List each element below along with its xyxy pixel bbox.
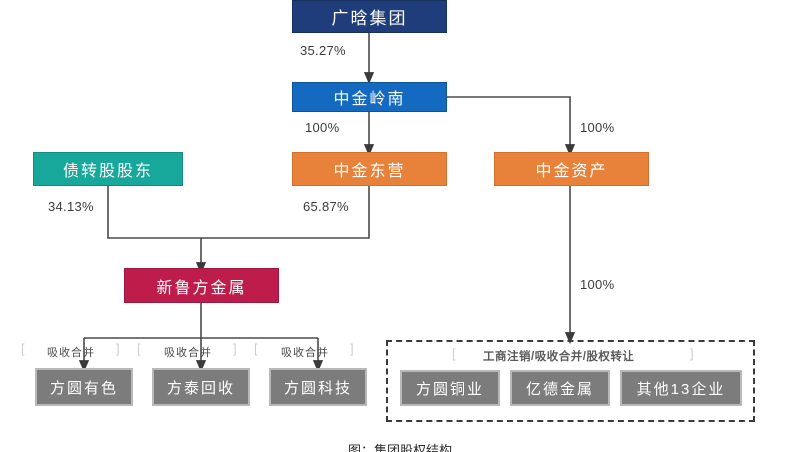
- node-subsidiary-fangyuan-keji-label: 方圆科技: [283, 379, 352, 397]
- merge-label-2: 吸收合并: [164, 347, 212, 359]
- node-subsidiary-fangyuan-keji[interactable]: 方圆科技: [269, 368, 367, 406]
- dashed-group-container: [386, 340, 755, 422]
- bracket-open-1: [: [21, 341, 25, 356]
- wire-lingnan-zichan: [447, 96, 576, 157]
- node-subsidiary-fangyuan-youse-label: 方圆有色: [49, 379, 118, 397]
- dashed-group-bracket-open: [: [452, 346, 456, 361]
- pct-lingnan-to-zichan: 100%: [580, 120, 615, 135]
- node-subsidiary-fangyuan-youse[interactable]: 方圆有色: [35, 368, 133, 406]
- node-zhongjin-zichan-label: 中金资产: [535, 163, 608, 180]
- merge-label-1: 吸收合并: [47, 347, 95, 359]
- pct-zhaizhuangu-to-xinlufang: 34.13%: [48, 199, 94, 214]
- node-dashed-item-other-13-label: 其他13企业: [636, 380, 726, 398]
- bracket-close-1: ]: [116, 341, 120, 356]
- node-dashed-item-fangyuan-tongye-label: 方圆铜业: [415, 380, 484, 398]
- bracket-open-2: [: [137, 341, 141, 356]
- pct-lingnan-to-dongying: 100%: [305, 120, 340, 135]
- node-dashed-item-other-13[interactable]: 其他13企业: [620, 370, 742, 406]
- node-zhongjin-zichan[interactable]: 中金资产: [494, 152, 649, 186]
- pct-zichan-to-dashbox: 100%: [580, 277, 615, 292]
- node-zhongjin-lingnan-label: 中金岭南: [333, 91, 406, 108]
- node-zhongjin-dongying[interactable]: 中金东营: [292, 152, 447, 186]
- node-xinlufang-metal[interactable]: 新鲁方金属: [124, 268, 279, 303]
- node-subsidiary-fangtai-huishou[interactable]: 方泰回收: [152, 368, 250, 406]
- pct-guangsheng-to-lingnan: 35.27%: [300, 43, 346, 58]
- merge-label-3: 吸收合并: [281, 347, 329, 359]
- node-zhongjin-dongying-label: 中金东营: [333, 163, 406, 180]
- dashed-group-bracket-close: ]: [690, 346, 694, 361]
- node-zhongjin-lingnan[interactable]: 中金岭南: [292, 82, 447, 112]
- node-guangsheng-group-label: 广晗集团: [331, 9, 408, 28]
- bracket-open-3: [: [254, 341, 258, 356]
- bracket-close-3: ]: [350, 341, 354, 356]
- node-dashed-item-fangyuan-tongye[interactable]: 方圆铜业: [400, 370, 500, 406]
- node-xinlufang-metal-label: 新鲁方金属: [156, 279, 247, 297]
- node-dashed-item-yide-jinshu[interactable]: 亿德金属: [510, 370, 610, 406]
- node-dashed-item-yide-jinshu-label: 亿德金属: [525, 380, 594, 398]
- node-debt-to-equity-shareholder-label: 债转股股东: [62, 163, 153, 180]
- node-subsidiary-fangtai-huishou-label: 方泰回收: [166, 379, 235, 397]
- node-guangsheng-group[interactable]: 广晗集团: [292, 0, 447, 33]
- diagram-caption: 图：集团股权结构: [347, 443, 452, 452]
- dashed-group-title: 工商注销/吸收合并/股权转让: [483, 351, 635, 363]
- node-debt-to-equity-shareholder[interactable]: 债转股股东: [33, 152, 183, 186]
- wire-zhaizhuangu-join: [107, 186, 201, 239]
- bracket-close-2: ]: [233, 341, 237, 356]
- pct-dongying-to-xinlufang: 65.87%: [303, 199, 349, 214]
